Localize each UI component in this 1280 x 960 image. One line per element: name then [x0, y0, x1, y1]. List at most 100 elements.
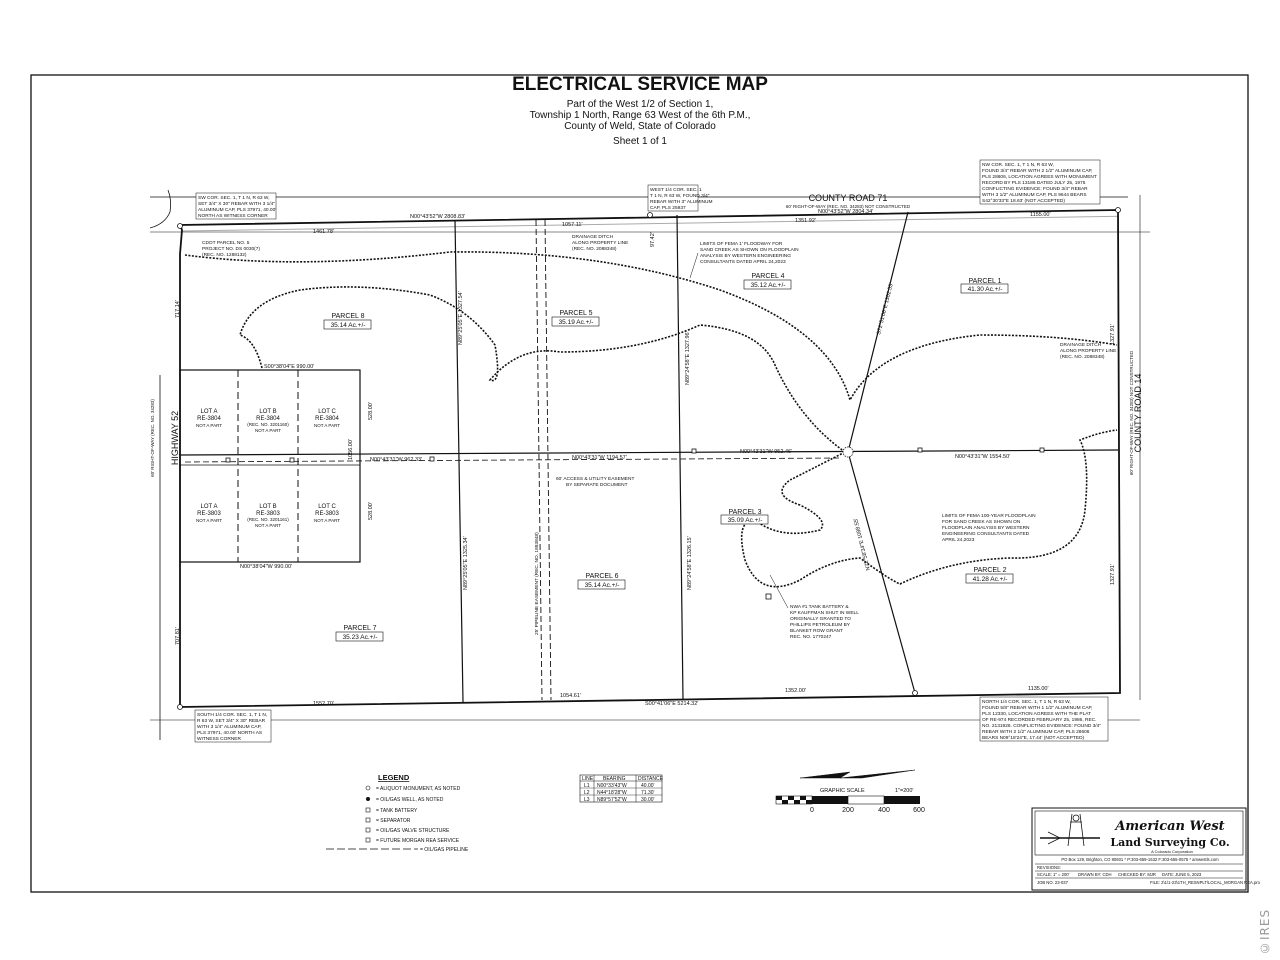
svg-text:(REC. NO. 3201161): (REC. NO. 3201161) [247, 517, 289, 522]
svg-text:35.14 Ac.+/-: 35.14 Ac.+/- [331, 322, 366, 329]
svg-text:NOT A PART: NOT A PART [196, 423, 222, 428]
monument-icon [365, 785, 371, 791]
svg-text:SOUTH 1/4 COR. SEC. 1, T 1 N,: SOUTH 1/4 COR. SEC. 1, T 1 N, [197, 712, 267, 718]
svg-text:(REC. NO. 2088348): (REC. NO. 2088348) [572, 246, 617, 252]
separator-icon [365, 817, 371, 823]
svg-text:NWA #1 TANK BATTERY &: NWA #1 TANK BATTERY & [790, 604, 849, 610]
svg-text:PLS 12330, LOCATION AGREES WIT: PLS 12330, LOCATION AGREES WITH THE PLAT [982, 711, 1091, 717]
parcel-7: PARCEL 7 35.23 Ac.+/- [335, 625, 384, 642]
map-title: ELECTRICAL SERVICE MAP [512, 74, 768, 95]
svg-text:(REC. NO. 1288132): (REC. NO. 1288132) [202, 252, 247, 258]
bearing-v2: N89°25'05"E 1325.34' [463, 536, 469, 590]
svg-text:DRAINAGE DITCH: DRAINAGE DITCH [572, 234, 614, 240]
legend-title: LEGEND [378, 773, 410, 782]
svg-text:NOT A PART: NOT A PART [255, 428, 281, 433]
legend-item-monument: = ALIQUOT MONUMENT, AS NOTED [376, 786, 461, 792]
lot-a-3804: LOT A RE-3804 NOT A PART [196, 409, 222, 428]
svg-text:LOT B: LOT B [259, 409, 276, 415]
valve-structure-icon [365, 827, 371, 833]
sw-corner-note: SW COR. SEC. 1, T 1 N, R 63 W, SET 3/4" … [195, 192, 277, 220]
svg-text:PLS 28606, LOCATION AGREES WIT: PLS 28606, LOCATION AGREES WITH MONUMENT [982, 174, 1097, 180]
svg-text:BY SEPARATE DOCUMENT: BY SEPARATE DOCUMENT [566, 482, 628, 488]
valve-structure-symbol [917, 447, 923, 453]
svg-text:FOR SAND CREEK AS SHOWN ON: FOR SAND CREEK AS SHOWN ON [942, 519, 1021, 525]
parcel-8: PARCEL 8 35.14 Ac.+/- [323, 313, 372, 330]
tank-battery-symbol [765, 593, 772, 600]
svg-text:LIMITS OF FEMA 1' FLOODWAY FOR: LIMITS OF FEMA 1' FLOODWAY FOR [700, 241, 783, 247]
county-road-14-label: COUNTY ROAD 14 [1133, 374, 1143, 453]
distance-lot-l: 1056.00' [348, 439, 354, 460]
bearing-v4: N89°24'58"E 1326.15' [687, 536, 693, 590]
legend-item-well: = OIL/GAS WELL, AS NOTED [376, 797, 444, 803]
rea-service-icon [365, 837, 371, 843]
svg-text:71.30': 71.30' [641, 790, 655, 796]
svg-text:SAND CREEK AS SHOWN ON FLOODPL: SAND CREEK AS SHOWN ON FLOODPLAIN [700, 247, 799, 253]
company-logo-icon [1040, 813, 1100, 847]
floodplain-limits [184, 251, 1118, 588]
svg-text:APRIL 24,2023: APRIL 24,2023 [942, 537, 975, 543]
svg-text:CAP, PLS 25937: CAP, PLS 25937 [650, 205, 686, 211]
bearing-v6: N72°58'34"E 1088.55' [853, 517, 872, 571]
monument-symbol [842, 446, 854, 458]
file-path: FILE: 2\1\1-23\1TH_RESNPLT\LOCAL_MORGAN … [1150, 880, 1261, 885]
svg-text:NW COR. SEC. 1, T 1 N, R 63 W,: NW COR. SEC. 1, T 1 N, R 63 W, [982, 162, 1054, 168]
legend-item-rea: = FUTURE MORGAN REA SERVICE [376, 838, 460, 844]
distance-lot-r1: 528.00' [368, 402, 374, 420]
bearing-mid-3: N00°43'31"W 952.46' [740, 449, 792, 455]
monument-symbol [1115, 207, 1121, 213]
svg-text:BLANKET ROW GRANT: BLANKET ROW GRANT [790, 628, 843, 634]
svg-text:REC. NO. 1770247: REC. NO. 1770247 [790, 634, 832, 640]
svg-text:41.30 Ac.+/-: 41.30 Ac.+/- [968, 286, 1003, 293]
svg-text:FOUND 5/8" REBAR WITH 1 1/2" A: FOUND 5/8" REBAR WITH 1 1/2" ALUMINUM CA… [982, 705, 1092, 711]
svg-text:35.14 Ac.+/-: 35.14 Ac.+/- [585, 582, 620, 589]
distance-lot-r2: 528.00' [368, 502, 374, 520]
parcel-3: PARCEL 3 35.09 Ac.+/- [720, 509, 769, 525]
drainage-ditch-note-1: DRAINAGE DITCH ALONG PROPERTY LINE (REC.… [572, 234, 628, 252]
scale-tick-0: 0 [810, 807, 814, 814]
highway-52-row: 60' RIGHT-OF-WAY (REC. NO. 34283) [150, 399, 155, 477]
distance-east-1: 1327.91' [1110, 324, 1116, 345]
scale-field: SCALE: 1" = 200' [1037, 872, 1070, 877]
legend-item-pipeline: = OIL/GAS PIPELINE [420, 847, 469, 853]
svg-text:35.23 Ac.+/-: 35.23 Ac.+/- [343, 634, 378, 641]
svg-text:CONSULTANTS DATED APRIL 24,202: CONSULTANTS DATED APRIL 24,2023 [700, 259, 786, 265]
svg-text:WITH 3 1/2" ALUMINUM CAP, PLS: WITH 3 1/2" ALUMINUM CAP, PLS 9644 BEARS [982, 192, 1087, 198]
svg-text:PARCEL 4: PARCEL 4 [751, 273, 784, 280]
distance-north-4: 1155.00' [1030, 212, 1051, 218]
ires-watermark: ©IRES [1258, 908, 1272, 955]
company-name-2: Land Surveying Co. [1110, 836, 1229, 849]
svg-text:FOUND 3/4" REBAR WITH 2 1/2" A: FOUND 3/4" REBAR WITH 2 1/2" ALUMINUM CA… [982, 168, 1092, 174]
valve-structure-symbol [1039, 447, 1045, 453]
pipeline-easement [535, 219, 552, 701]
svg-text:PARCEL 8: PARCEL 8 [331, 313, 364, 320]
valve-structure-symbol [429, 456, 435, 462]
svg-text:35.12 Ac.+/-: 35.12 Ac.+/- [751, 282, 786, 289]
svg-text:REBAR WITH 2 1/2" ALUMINUM CAP: REBAR WITH 2 1/2" ALUMINUM CAP, PLS 2860… [982, 729, 1090, 735]
parcel-lines [179, 211, 1119, 703]
map-symbols [177, 207, 1121, 710]
floodway-note: LIMITS OF FEMA 1' FLOODWAY FOR SAND CREE… [689, 241, 799, 279]
parcel-labels: PARCEL 1 41.30 Ac.+/- PARCEL 2 41.28 Ac.… [323, 273, 1014, 642]
svg-text:PHILLIPS PETROLEUM BY: PHILLIPS PETROLEUM BY [790, 622, 851, 628]
parcel-5: PARCEL 5 35.19 Ac.+/- [551, 310, 600, 327]
svg-text:PARCEL 7: PARCEL 7 [343, 625, 376, 632]
svg-text:PARCEL 2: PARCEL 2 [973, 567, 1006, 574]
svg-text:ANALYSIS BY WESTERN ENGINEERIN: ANALYSIS BY WESTERN ENGINEERING [700, 253, 791, 259]
bearing-lots-bottom: N00°38'04"W 990.00' [240, 564, 292, 570]
lot-dashed-lines [237, 370, 299, 562]
graphic-scale: GRAPHIC SCALE 1"=200' 0 200 400 600 [775, 769, 925, 814]
map-subtitle-1: Part of the West 1/2 of Section 1, [567, 99, 714, 110]
svg-text:WITH 3 1/4" ALUMINUM CAP,: WITH 3 1/4" ALUMINUM CAP, [197, 724, 262, 730]
svg-text:LOT B: LOT B [259, 504, 276, 510]
svg-text:LOT A: LOT A [201, 409, 218, 415]
svg-text:REBAR WITH 3" ALUMINUM: REBAR WITH 3" ALUMINUM [650, 199, 712, 205]
svg-text:ALONG PROPERTY LINE: ALONG PROPERTY LINE [1060, 348, 1116, 354]
drainage-ditch-note-2: DRAINAGE DITCH ALONG PROPERTY LINE (REC.… [1060, 342, 1116, 360]
svg-text:RE-3804: RE-3804 [315, 416, 339, 422]
svg-text:NOT A PART: NOT A PART [314, 518, 340, 523]
pipeline-easement-note: 25' PIPELINE EASEMENT (REC. NO. 1893848) [534, 532, 540, 635]
west-quarter-corner-note: WEST 1/4 COR. SEC. 1 T 1 N, R 63 W, FOUN… [647, 184, 712, 212]
svg-text:FLOODPLAIN ANALYSIS BY WESTERN: FLOODPLAIN ANALYSIS BY WESTERN [942, 525, 1030, 531]
north-arrow-icon [799, 769, 916, 779]
svg-text:RE-3804: RE-3804 [256, 416, 280, 422]
